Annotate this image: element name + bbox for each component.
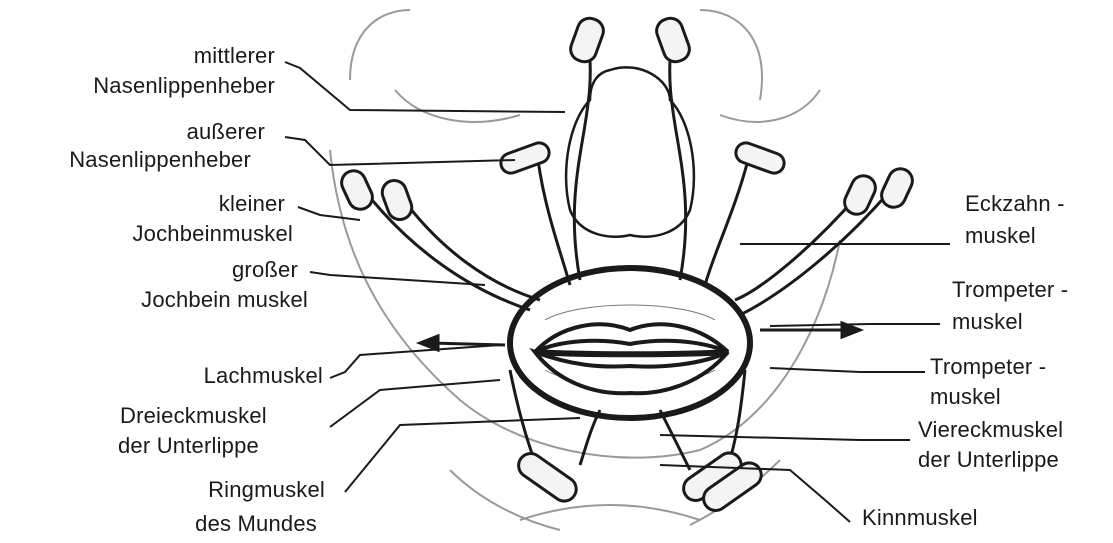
label-line: des Mundes <box>75 512 335 536</box>
label-viereckmuskel: Viereckmuskel der Unterlippe <box>918 418 1108 472</box>
label-lachmuskel: Lachmuskel <box>63 364 323 388</box>
label-ringmuskel: Ringmuskel des Mundes <box>75 478 335 536</box>
label-line: Kinnmuskel <box>862 506 1042 530</box>
label-line: großer <box>28 258 308 282</box>
label-mittlerer-nasenlippenheber: mittlerer Nasenlippenheber <box>15 44 275 98</box>
label-eckzahnmuskel: Eckzahn - muskel <box>965 192 1105 248</box>
label-line: der Unterlippe <box>918 448 1108 472</box>
label-line: Nasenlippenheber <box>5 148 275 172</box>
label-kleiner-jochbeinmuskel: kleiner Jochbeinmuskel <box>13 192 293 246</box>
label-line: Jochbein muskel <box>28 288 308 312</box>
label-line: Ringmuskel <box>75 478 335 502</box>
label-line: Eckzahn - <box>965 192 1105 216</box>
mouth-line <box>535 352 728 354</box>
label-line: muskel <box>965 224 1105 248</box>
nose-outline <box>566 67 694 236</box>
label-trompetermuskel-1: Trompeter - muskel <box>952 278 1102 334</box>
label-grosser-jochbeinmuskel: großer Jochbein muskel <box>28 258 308 312</box>
label-line: Viereckmuskel <box>918 418 1108 442</box>
label-line: mittlerer <box>15 44 275 68</box>
label-dreieckmuskel: Dreieckmuskel der Unterlippe <box>118 404 358 458</box>
label-kinnmuskel: Kinnmuskel <box>862 506 1042 530</box>
label-line: Nasenlippenheber <box>15 74 275 98</box>
label-line: Trompeter - <box>930 355 1090 379</box>
label-line: außerer <box>5 120 275 144</box>
label-line: kleiner <box>13 192 293 216</box>
label-line: Trompeter - <box>952 278 1102 302</box>
label-line: Jochbeinmuskel <box>13 222 293 246</box>
label-line: muskel <box>952 310 1102 334</box>
label-line: Lachmuskel <box>63 364 323 388</box>
label-ausserer-nasenlippenheber: außerer Nasenlippenheber <box>5 120 275 172</box>
label-trompetermuskel-2: Trompeter - muskel <box>930 355 1090 409</box>
label-line: der Unterlippe <box>118 434 358 458</box>
label-line: Dreieckmuskel <box>118 404 358 428</box>
label-line: muskel <box>930 385 1090 409</box>
